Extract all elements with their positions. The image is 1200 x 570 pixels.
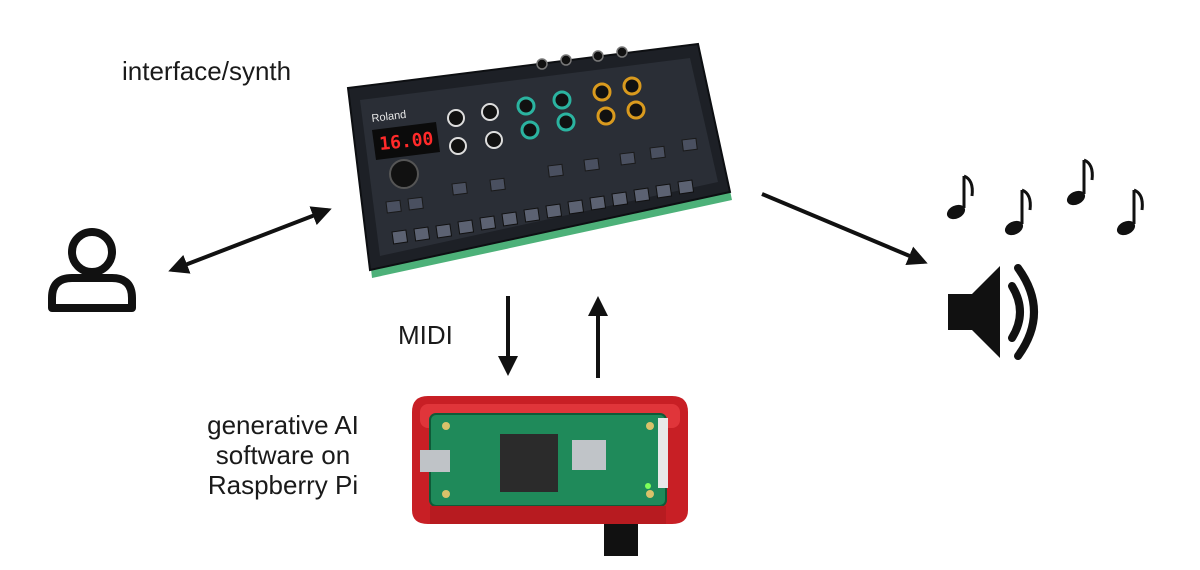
raspberry-pi-label: generative AI software on Raspberry Pi [178, 410, 388, 500]
synth-label: interface/synth [122, 56, 292, 86]
midi-label: MIDI [398, 320, 453, 350]
pi-camera-connector [658, 418, 668, 488]
raspberry-pi-device [412, 396, 688, 556]
synth-knobs [447, 46, 646, 155]
music-note-icon [1066, 158, 1094, 206]
pi-status-led [645, 483, 651, 489]
user-synth-arrow [168, 206, 332, 274]
synth-main-knob [389, 159, 419, 189]
synth-step-buttons [391, 179, 695, 245]
synth-speaker-arrow [761, 192, 928, 266]
music-note-icon [1116, 188, 1144, 236]
pi-hdmi-port [420, 450, 450, 472]
synth-display: 16.00 [372, 122, 440, 160]
raspberry-pi-label-line-1: generative AI [207, 410, 359, 440]
music-note-icon [1004, 188, 1032, 236]
user-icon [48, 228, 136, 312]
pi-chip [500, 434, 558, 492]
music-note-icon [946, 174, 974, 220]
raspberry-pi-label-line-2: software on [215, 440, 351, 470]
speaker-icon [948, 264, 1038, 360]
synth-brand-logo: Roland [371, 109, 407, 125]
synth-pads [385, 137, 698, 214]
synth-device: 16.00 Roland [346, 42, 732, 278]
pi-wifi-module [572, 440, 606, 470]
raspberry-pi-label-line-3: Raspberry Pi [207, 470, 359, 500]
